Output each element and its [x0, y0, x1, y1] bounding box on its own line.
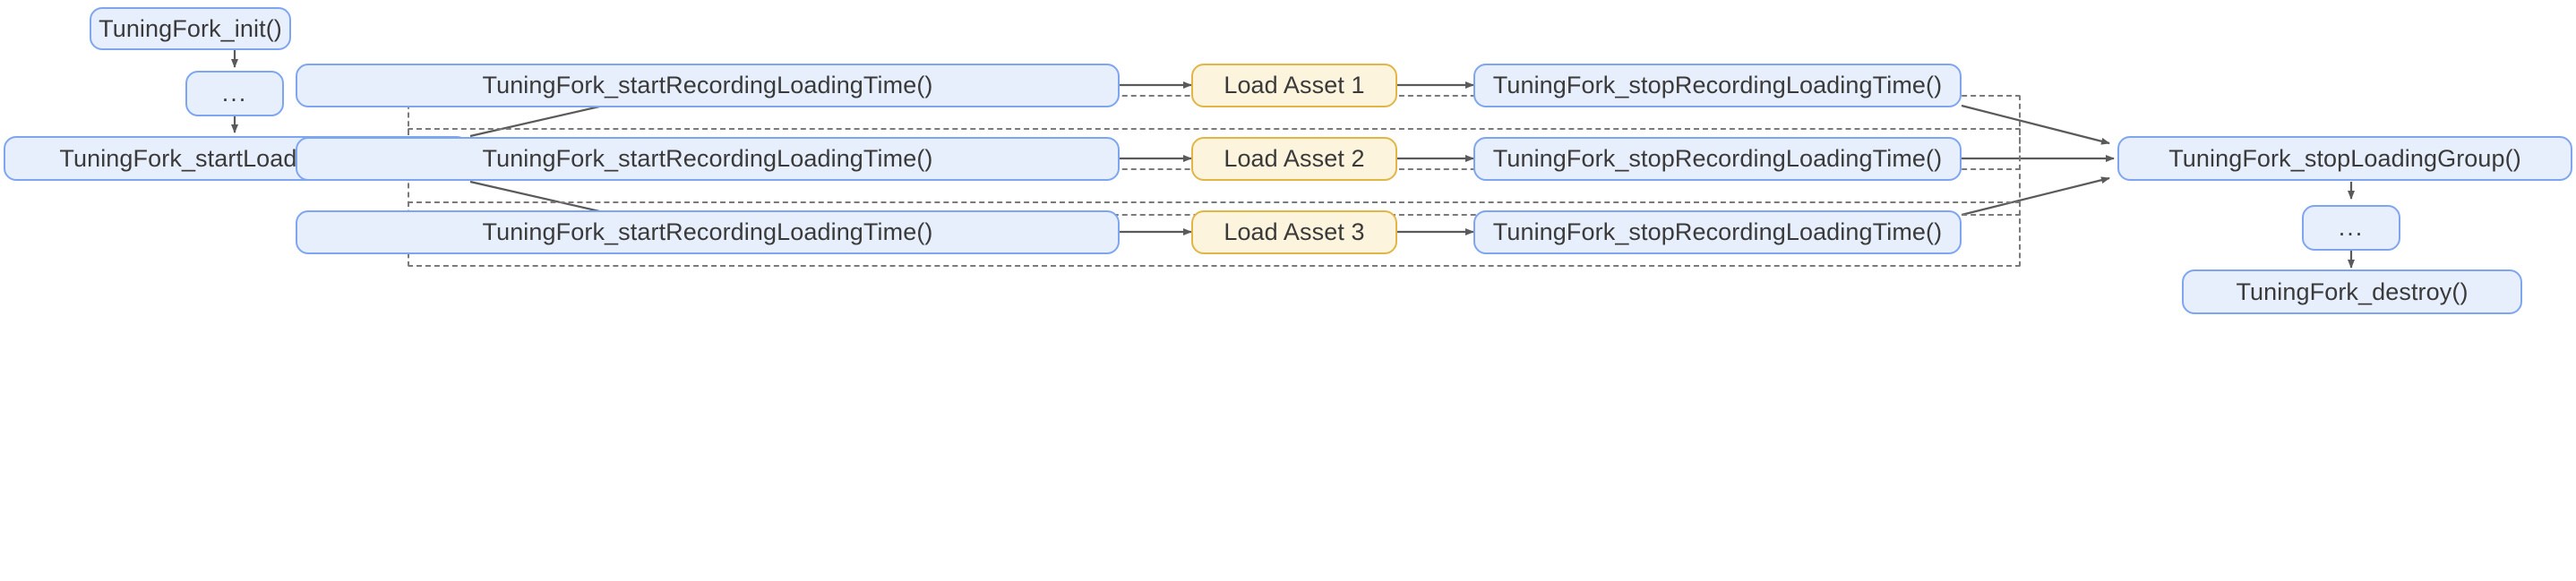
node-label: Load Asset 1 [1224, 72, 1365, 98]
node-label: TuningFork_stopLoadingGroup() [2168, 144, 2521, 172]
node-row2-load-asset[interactable]: Load Asset 2 [1191, 137, 1397, 181]
node-label: TuningFork_startRecordingLoadingTime() [482, 145, 933, 172]
node-label: ... [221, 80, 248, 107]
node-label: TuningFork_init() [99, 14, 282, 42]
node-label: TuningFork_destroy() [2236, 278, 2469, 305]
node-row1-stop-recording[interactable]: TuningFork_stopRecordingLoadingTime() [1473, 64, 1962, 107]
node-row3-start-recording[interactable]: TuningFork_startRecordingLoadingTime() [296, 210, 1120, 254]
node-tuningfork-init[interactable]: TuningFork_init() [90, 7, 291, 50]
node-ellipsis-bottom[interactable]: ... [2302, 205, 2400, 251]
node-ellipsis-top[interactable]: ... [185, 71, 284, 116]
node-row3-stop-recording[interactable]: TuningFork_stopRecordingLoadingTime() [1473, 210, 1962, 254]
node-label: TuningFork_startRecordingLoadingTime() [482, 218, 933, 245]
node-row2-stop-recording[interactable]: TuningFork_stopRecordingLoadingTime() [1473, 137, 1962, 181]
node-row1-load-asset[interactable]: Load Asset 1 [1191, 64, 1397, 107]
node-tuningfork-destroy[interactable]: TuningFork_destroy() [2182, 269, 2522, 314]
node-label: TuningFork_stopRecordingLoadingTime() [1492, 145, 1943, 172]
node-row3-load-asset[interactable]: Load Asset 3 [1191, 210, 1397, 254]
node-row2-start-recording[interactable]: TuningFork_startRecordingLoadingTime() [296, 137, 1120, 181]
node-label: ... [2338, 214, 2365, 241]
node-label: TuningFork_startRecordingLoadingTime() [482, 72, 933, 98]
node-label: TuningFork_stopRecordingLoadingTime() [1492, 218, 1943, 245]
node-label: Load Asset 3 [1224, 218, 1365, 245]
node-label: TuningFork_stopRecordingLoadingTime() [1492, 72, 1943, 98]
node-stop-loading-group[interactable]: TuningFork_stopLoadingGroup() [2117, 136, 2572, 181]
node-row1-start-recording[interactable]: TuningFork_startRecordingLoadingTime() [296, 64, 1120, 107]
node-label: Load Asset 2 [1224, 145, 1365, 172]
